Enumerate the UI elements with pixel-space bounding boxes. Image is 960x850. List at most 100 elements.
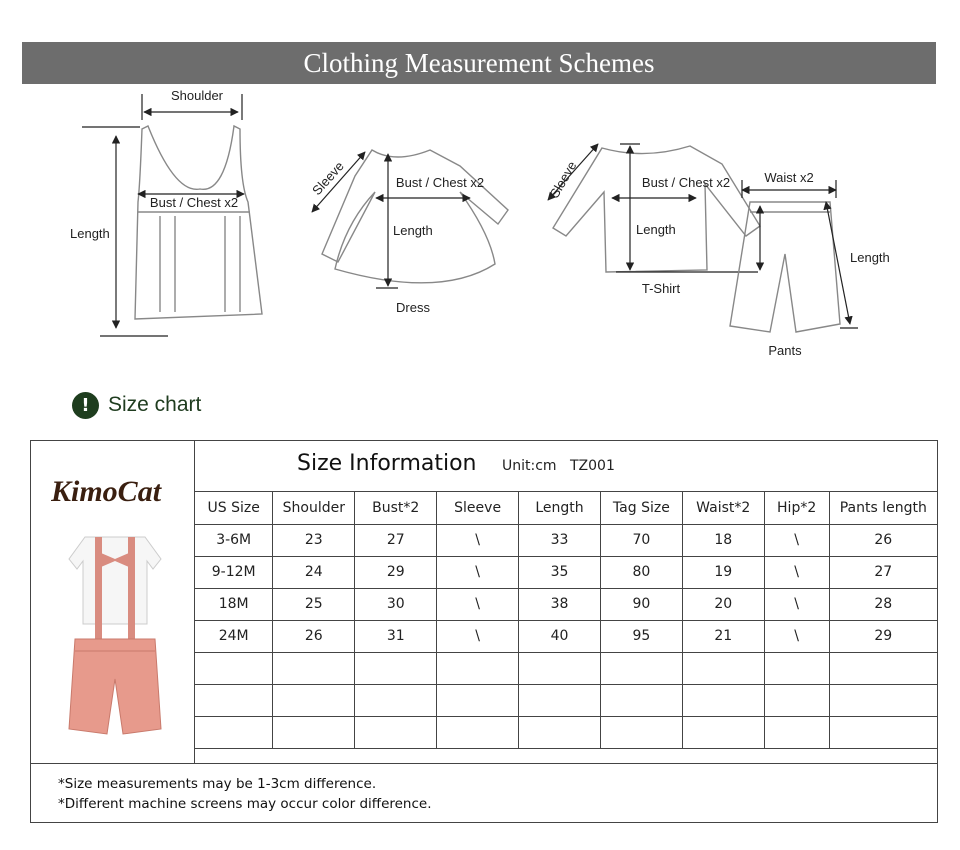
column-header: Length xyxy=(518,492,601,525)
exclamation-icon: ! xyxy=(72,391,99,419)
vest-bust-label: Bust / Chest x2 xyxy=(150,195,238,210)
dress-diagram xyxy=(321,149,509,284)
size-information-header: Size Information Unit:cm TZ001 xyxy=(195,441,938,492)
table-cell xyxy=(681,651,765,685)
table-cell xyxy=(354,715,438,749)
table-cell: 28 xyxy=(828,587,937,621)
table-cell xyxy=(599,715,683,749)
dress-length-label: Length xyxy=(393,223,433,238)
measurement-diagram-svg: Shoulder Bust / Chest x2 Length Sleeve B… xyxy=(70,88,890,358)
table-cell: 24 xyxy=(272,555,356,589)
measurement-diagrams: Shoulder Bust / Chest x2 Length Sleeve B… xyxy=(0,84,960,384)
column-header: Shoulder xyxy=(272,492,356,525)
table-cell xyxy=(436,683,520,717)
column-header: US Size xyxy=(195,492,274,525)
column-header: Waist*2 xyxy=(681,492,765,525)
table-cell xyxy=(763,683,830,717)
pants-length-label: Length xyxy=(850,250,890,265)
table-cell xyxy=(272,683,356,717)
table-row xyxy=(195,651,937,685)
table-cell: 23 xyxy=(272,523,356,557)
table-cell xyxy=(828,683,937,717)
table-cell: \ xyxy=(436,523,520,557)
tshirt-arrows xyxy=(547,143,758,273)
table-cell: \ xyxy=(763,555,830,589)
vest-arrows xyxy=(82,94,245,337)
column-header: Sleeve xyxy=(436,492,520,525)
table-cell: 3-6M xyxy=(195,523,274,557)
table-cell xyxy=(354,651,438,685)
table-cell xyxy=(763,651,830,685)
table-cell xyxy=(195,715,274,749)
table-cell xyxy=(518,651,601,685)
table-cell: 80 xyxy=(599,555,683,589)
table-cell: 90 xyxy=(599,587,683,621)
table-cell xyxy=(518,683,601,717)
column-header: Pants length xyxy=(828,492,937,525)
pants-waist-label: Waist x2 xyxy=(764,170,813,185)
table-cell: 26 xyxy=(272,619,356,653)
table-cell xyxy=(436,715,520,749)
product-image xyxy=(68,536,162,735)
table-cell xyxy=(195,651,274,685)
tshirt-diagram xyxy=(552,145,761,273)
product-code: TZ001 xyxy=(570,458,615,474)
table-cell: 70 xyxy=(599,523,683,557)
table-cell: 25 xyxy=(272,587,356,621)
table-cell: \ xyxy=(436,555,520,589)
table-cell: 30 xyxy=(354,587,438,621)
vest-shoulder-label: Shoulder xyxy=(171,88,224,103)
table-cell xyxy=(195,683,274,717)
tshirt-length-label: Length xyxy=(636,222,676,237)
table-cell xyxy=(436,651,520,685)
table-cell: 35 xyxy=(518,555,601,589)
table-row xyxy=(195,715,937,749)
table-cell: 27 xyxy=(828,555,937,589)
dress-bust-label: Bust / Chest x2 xyxy=(396,175,484,190)
table-cell xyxy=(518,715,601,749)
table-cell: 29 xyxy=(828,619,937,653)
note-color: *Different machine screens may occur col… xyxy=(58,796,432,812)
column-header: Bust*2 xyxy=(354,492,438,525)
table-cell: \ xyxy=(763,587,830,621)
table-cell xyxy=(599,683,683,717)
size-chart-box: KimoCat Size Information Unit:cm TZ001 U… xyxy=(30,440,938,823)
table-cell xyxy=(681,683,765,717)
size-chart-heading: ! Size chart xyxy=(72,391,201,419)
table-cell xyxy=(828,715,937,749)
table-cell: 26 xyxy=(828,523,937,557)
brand-logo: KimoCat xyxy=(51,475,163,508)
table-cell xyxy=(599,651,683,685)
table-cell xyxy=(354,683,438,717)
table-cell xyxy=(272,715,356,749)
size-chart-label: Size chart xyxy=(108,393,202,416)
table-cell: 40 xyxy=(518,619,601,653)
pants-arrows xyxy=(741,180,858,329)
table-cell: 18 xyxy=(681,523,765,557)
size-information-title: Size Information xyxy=(297,451,477,476)
table-cell xyxy=(681,715,765,749)
dress-arrows xyxy=(311,151,471,289)
table-cell: \ xyxy=(763,619,830,653)
table-cell: 20 xyxy=(681,587,765,621)
table-cell: 18M xyxy=(195,587,274,621)
pants-diagram xyxy=(729,201,841,333)
table-cell: 29 xyxy=(354,555,438,589)
vest-diagram xyxy=(134,124,263,320)
table-cell: 38 xyxy=(518,587,601,621)
vest-length-label: Length xyxy=(70,226,110,241)
table-cell: \ xyxy=(436,587,520,621)
pants-name-label: Pants xyxy=(768,343,802,358)
table-cell: 27 xyxy=(354,523,438,557)
table-cell: 24M xyxy=(195,619,274,653)
table-cell: 21 xyxy=(681,619,765,653)
column-header: Tag Size xyxy=(599,492,683,525)
notes-section: *Size measurements may be 1-3cm differen… xyxy=(31,763,937,823)
brand-cell: KimoCat xyxy=(31,441,195,763)
